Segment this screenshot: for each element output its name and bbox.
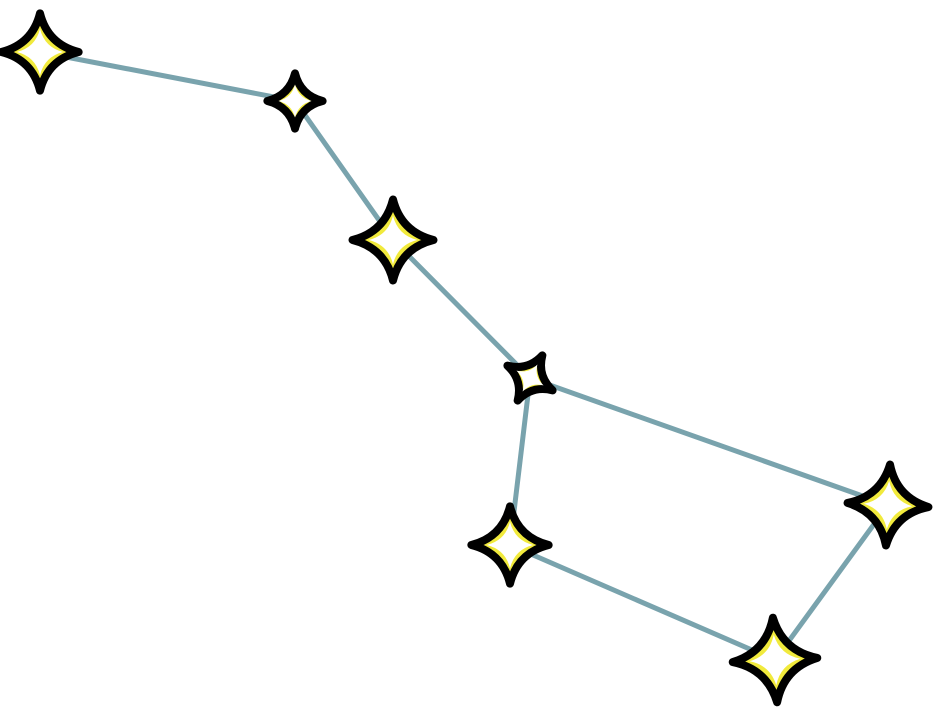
star-icon [348,195,438,285]
constellation-stars [0,9,933,707]
star-icon [503,351,557,405]
constellation-line [527,375,891,508]
star-icon [467,502,553,588]
star-icon [728,613,822,707]
star-icon [263,69,327,133]
constellation-line [37,49,298,104]
constellation-line [292,98,396,243]
star-icon [0,9,83,95]
constellation-line [390,237,533,381]
constellation-lines [37,49,891,663]
constellation-line [772,502,891,663]
constellation-line [507,542,778,663]
star-icon [843,460,933,550]
